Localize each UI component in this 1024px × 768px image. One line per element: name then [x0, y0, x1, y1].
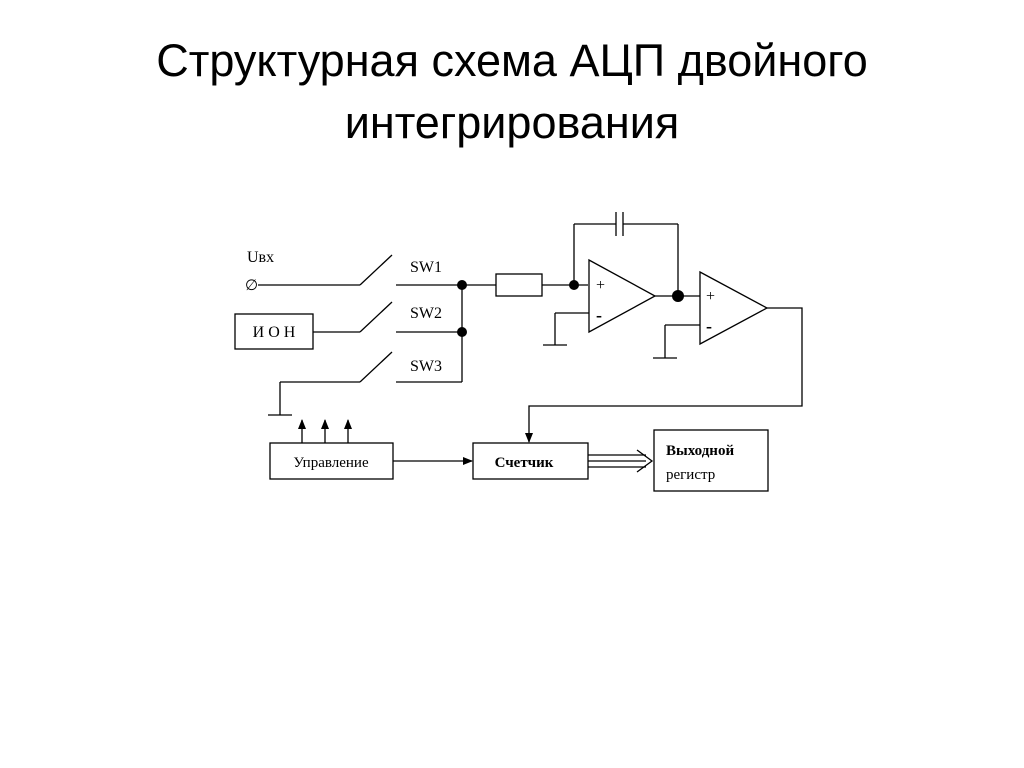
reference-source-label: И О Н [253, 324, 296, 341]
bus-arrowhead [636, 449, 654, 473]
slide-title-line-1: Структурная схема АЦП двойного [156, 35, 868, 86]
junction-integrator-output [672, 290, 684, 302]
switch-3-label: SW3 [410, 358, 442, 375]
control-block-label: Управление [293, 455, 369, 471]
switch-1-label: SW1 [410, 259, 442, 276]
integrator-plus-label: + [596, 277, 605, 294]
output-register-label-line-2: регистр [666, 467, 715, 483]
switch-3-blade [359, 351, 393, 383]
comparator-plus-label: + [706, 288, 715, 305]
input-resistor [495, 273, 543, 297]
switch-1-blade [359, 254, 393, 286]
comparator-amplifier [699, 270, 769, 346]
slide-title: Структурная схема АЦП двойного интегриро… [0, 30, 1024, 154]
integrator-minus-label: - [596, 305, 602, 325]
switch-2-blade [359, 301, 393, 333]
comparator-to-counter-wire [525, 307, 803, 443]
junction-sw1-bus [457, 280, 467, 290]
output-register-label-line-1: Выходной [666, 443, 734, 459]
output-register-block [653, 429, 769, 492]
comparator-minus-label: - [706, 316, 712, 336]
input-voltage-label: Uвх [247, 249, 274, 266]
switch-2-label: SW2 [410, 305, 442, 322]
junction-sw2-bus [457, 327, 467, 337]
slide-title-line-2: интегрирования [344, 97, 680, 148]
integrator-amplifier [588, 258, 657, 334]
junction-integrator-input [569, 280, 579, 290]
counter-block-label: Счетчик [495, 455, 554, 471]
input-terminal-symbol: ∅ [245, 278, 258, 294]
